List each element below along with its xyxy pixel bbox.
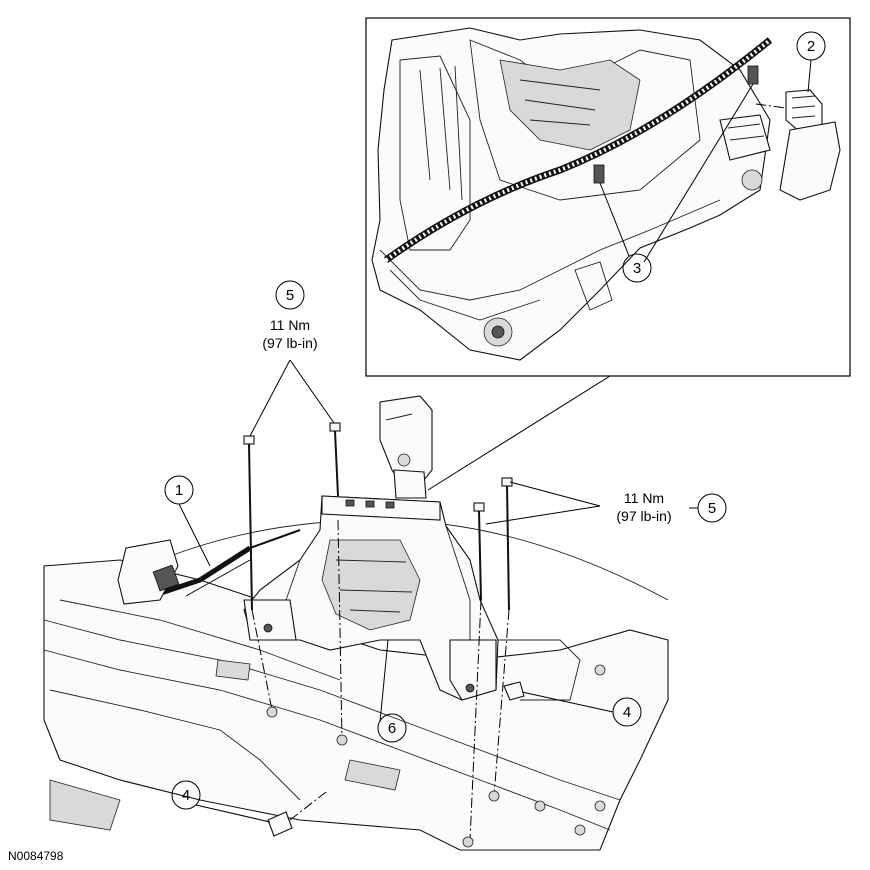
harness-retainer-left — [593, 164, 605, 184]
callout-4-right-circle — [612, 697, 642, 727]
main-view — [43, 395, 669, 851]
bolt-right-front — [473, 502, 485, 601]
callout-1: 1 — [175, 482, 183, 499]
callout-4-left: 4 — [182, 787, 190, 804]
callout-2-circle — [796, 31, 826, 61]
callout-2: 2 — [807, 38, 815, 55]
callout-3-circle — [622, 253, 652, 283]
inset-leader-line — [427, 375, 611, 491]
nut-left — [267, 811, 293, 837]
callout-6-circle — [377, 713, 407, 743]
torque-top-lbin: (97 lb-in) — [262, 335, 317, 351]
callout-5-top: 5 — [286, 287, 294, 304]
callout-3: 3 — [633, 260, 641, 277]
harness-retainer-right — [747, 65, 759, 85]
callout-4-left-circle — [171, 780, 201, 810]
torque-right-lbin: (97 lb-in) — [616, 508, 671, 524]
callout-5-right-circle — [697, 493, 727, 523]
figure-id: N0084798 — [8, 849, 64, 863]
callout-4-right: 4 — [623, 704, 631, 721]
shifter-mechanism — [321, 539, 421, 631]
torque-top-nm: 11 Nm — [270, 317, 310, 333]
shift-lever-boot — [393, 469, 427, 499]
bolt-right-rear — [501, 477, 513, 611]
bolt-top-left — [243, 435, 255, 611]
callout-5-top-circle — [275, 280, 305, 310]
torque-right-nm: 11 Nm — [624, 490, 664, 506]
detail-inset — [365, 17, 851, 377]
shift-cable-end — [249, 529, 301, 549]
callout-5-right: 5 — [708, 500, 716, 517]
bolt-top-right — [329, 422, 341, 497]
callout-6: 6 — [388, 720, 396, 737]
nut-right — [503, 681, 525, 701]
callout-1-circle — [164, 475, 194, 505]
shift-knob — [379, 395, 433, 483]
